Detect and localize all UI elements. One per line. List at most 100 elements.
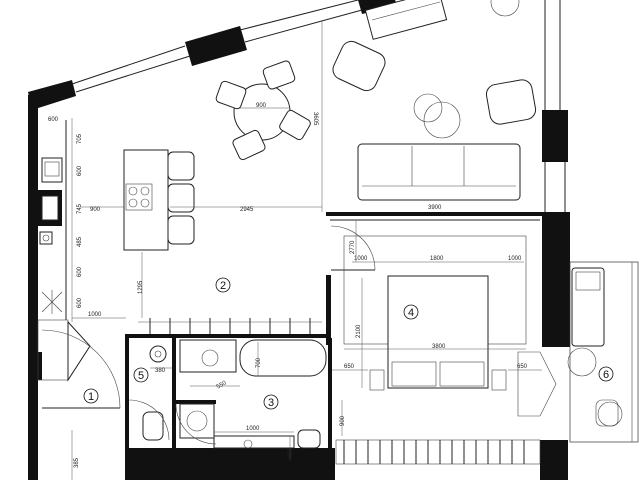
living-area: 3605 2945 3900 <box>170 0 537 213</box>
dim-kitchen-0: 600 <box>48 117 59 123</box>
wall-living-bedroom <box>326 212 542 216</box>
tv-unit <box>364 0 448 40</box>
dim-bed-clear-right: 1000 <box>508 256 522 262</box>
dim-living-depth: 3605 <box>312 112 318 126</box>
island-hob <box>125 183 153 211</box>
bedroom-door-swing <box>330 225 376 271</box>
bed-pillow-right <box>439 361 485 387</box>
room-5-label: 5 <box>138 370 144 382</box>
bedroom-wardrobe <box>335 439 541 465</box>
wc-basin-drain <box>154 350 162 358</box>
bed-pillow-left <box>391 361 437 387</box>
kitchen-appliance-knob <box>42 234 50 242</box>
bath-sink-bowl <box>201 349 219 367</box>
stool-2 <box>167 183 195 213</box>
room-2-label: 2 <box>220 280 226 292</box>
balcony-table <box>567 347 597 377</box>
room-4-marker <box>403 304 419 320</box>
armchair-1 <box>332 40 386 92</box>
dim-bath-clear: 550 <box>216 380 228 391</box>
kitchen-oven <box>41 195 59 221</box>
wc-room: 380 <box>128 345 172 441</box>
floor-lamp <box>490 0 520 17</box>
hob-burner-1 <box>128 186 138 196</box>
bed-nightstand <box>491 369 507 391</box>
dim-kitchen-3: 745 <box>77 203 83 214</box>
balcony-door <box>517 351 557 417</box>
dim-kitchen-6: 600 <box>77 297 83 308</box>
wall-bedroom-left <box>326 275 331 345</box>
dim-bath-shower: 450 <box>288 447 294 458</box>
dim-bedroom-width: 3900 <box>428 205 442 211</box>
hob-burner-2 <box>140 186 150 196</box>
bathtub <box>239 339 327 377</box>
stool-3 <box>167 215 195 245</box>
wall-left <box>28 95 38 480</box>
sofa <box>357 143 521 201</box>
hob-burner-3 <box>128 198 138 208</box>
window-diagonal-1b <box>75 55 191 93</box>
room-2-marker <box>215 277 231 293</box>
stool-1 <box>167 151 195 181</box>
room-3-marker <box>263 394 279 410</box>
room-3-label: 3 <box>268 397 274 409</box>
bath-door-swing <box>175 403 217 445</box>
dim-wc-clear: 380 <box>155 368 166 374</box>
side-table-2 <box>423 101 461 139</box>
dim-kitchen-2: 600 <box>77 165 83 176</box>
bath-vanity-bowl <box>243 439 253 449</box>
dim-bed-width: 1800 <box>430 256 444 262</box>
window-diagonal-1 <box>71 45 186 85</box>
dim-bath-tub: 700 <box>256 357 262 368</box>
window-diagonal-2 <box>239 0 359 31</box>
bath-vanity <box>213 435 295 449</box>
bath-toilet <box>297 429 321 449</box>
room-labels: 1 2 3 4 5 6 <box>83 277 614 410</box>
tv-screen <box>371 1 441 21</box>
bath-washer <box>179 403 215 439</box>
dim-bed-clear-left: 1000 <box>354 256 368 262</box>
balcony-chair <box>595 399 619 427</box>
hob-burner-4 <box>140 198 150 208</box>
kitchen: 600 705 600 745 485 600 600 <box>39 117 83 322</box>
hall-bench <box>37 319 69 381</box>
wc-basin <box>149 345 167 363</box>
kitchen-sink-bowl <box>44 161 60 177</box>
wall-bath-right <box>328 338 332 448</box>
dining-chair-4 <box>232 129 266 161</box>
wc-door-swing <box>128 399 170 441</box>
wall-right-mid <box>542 212 570 347</box>
room-6-marker <box>598 366 614 382</box>
room-4-label: 4 <box>408 307 414 319</box>
balcony-plant <box>597 401 623 427</box>
room-5-marker <box>133 367 149 383</box>
room-1-marker <box>83 388 99 404</box>
dining-chair-1 <box>215 80 247 110</box>
wall-wc-door <box>176 400 216 404</box>
dim-living-span: 2945 <box>240 207 254 213</box>
dining-area: 900 <box>215 60 311 161</box>
dim-bed-length: 2100 <box>356 324 362 338</box>
bath-sink <box>179 339 237 373</box>
hall-closet-hangers <box>149 318 311 334</box>
wall-left-lower <box>38 352 42 380</box>
wall-diagonal-mid <box>185 26 247 66</box>
dining-chair-2 <box>262 60 296 90</box>
entry-door-swing <box>41 329 121 409</box>
dim-bath-vanity: 1000 <box>246 426 260 432</box>
hall-bench-end <box>67 320 91 382</box>
armchair-2 <box>485 79 537 125</box>
dim-entry-depth: 385 <box>74 457 80 468</box>
wall-wc-left <box>125 338 129 448</box>
dim-hall-width: 1000 <box>88 312 102 318</box>
hallway: 1295 1000 385 <box>37 252 322 480</box>
room-6-label: 6 <box>603 369 609 381</box>
dim-kitchen-4: 485 <box>77 236 83 247</box>
kitchen-island: 900 <box>80 149 195 251</box>
wall-bottom-left <box>125 448 335 480</box>
bed-headboard <box>369 369 385 391</box>
balcony <box>567 261 639 443</box>
dim-bedroom-side-left: 650 <box>344 364 355 370</box>
bedroom: 1000 1800 1000 2770 2100 3800 650 650 <box>330 220 557 465</box>
